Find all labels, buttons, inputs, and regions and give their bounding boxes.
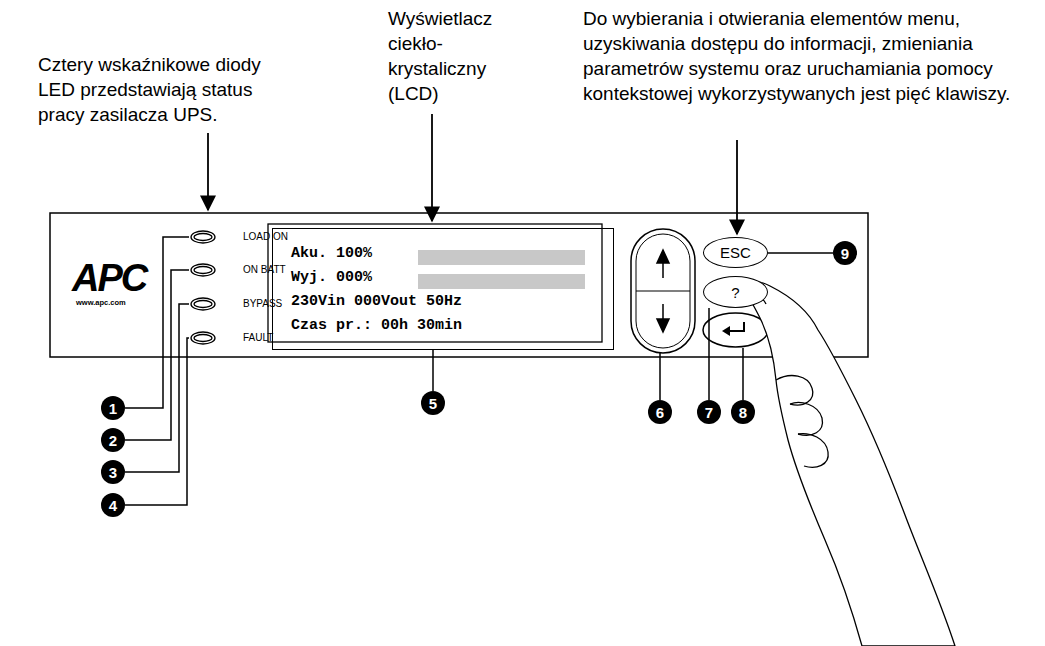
lcd-display: Aku. 100%Wyj. 000%230Vin 000Vout 50HzCza… bbox=[272, 228, 614, 350]
annotation-text: Cztery wskaźnikowe diody LED przedstawia… bbox=[38, 52, 288, 127]
callout-number-text: 6 bbox=[656, 405, 664, 420]
led-label: LOAD ON bbox=[243, 231, 288, 243]
pointing-hand bbox=[746, 282, 955, 646]
lcd-bar bbox=[418, 274, 585, 289]
callout-number: 5 bbox=[421, 391, 445, 415]
brand-url: www.apc.com bbox=[76, 298, 126, 307]
leader-line bbox=[708, 308, 710, 400]
callout-number: 7 bbox=[697, 400, 721, 424]
callout-number: 9 bbox=[833, 241, 857, 265]
up-arrow bbox=[657, 250, 669, 278]
callout-number-text: 8 bbox=[739, 405, 747, 420]
button-label: ESC bbox=[720, 244, 751, 261]
led-label: ON BATT bbox=[243, 264, 286, 276]
callout-number-text: 5 bbox=[429, 396, 437, 411]
panel-housing bbox=[50, 213, 868, 357]
callout-number: 2 bbox=[101, 428, 125, 452]
lcd-bar bbox=[418, 250, 585, 265]
callout-number: 1 bbox=[101, 396, 125, 420]
down-arrow bbox=[657, 304, 669, 332]
lcd-line: Aku. 100% bbox=[291, 242, 613, 266]
callout-number-text: 4 bbox=[109, 498, 117, 513]
callout-number-text: 1 bbox=[109, 401, 117, 416]
led-label: BYPASS bbox=[243, 298, 282, 310]
lcd-line: Czas pr.: 00h 30min bbox=[291, 314, 613, 338]
callout-number: 4 bbox=[101, 493, 125, 517]
leader-line bbox=[432, 350, 434, 391]
leader-lines bbox=[125, 237, 743, 505]
callout-number-text: 3 bbox=[109, 465, 117, 480]
esc-button: ESC bbox=[703, 237, 768, 268]
callout-number: 8 bbox=[731, 400, 755, 424]
led-label: FAULT bbox=[243, 332, 273, 344]
enter-button bbox=[703, 313, 768, 347]
scroll-button-inner bbox=[636, 234, 690, 348]
button-label: ? bbox=[731, 284, 739, 301]
lcd-line: Wyj. 000% bbox=[291, 266, 613, 290]
annotation-text: Do wybierania i otwierania elementów men… bbox=[583, 6, 1039, 106]
annotation-text: Wyświetlacz ciekło- krystaliczny (LCD) bbox=[388, 6, 510, 106]
brand-logo: APC bbox=[72, 258, 146, 298]
callout-number: 3 bbox=[101, 460, 125, 484]
lcd-line: 230Vin 000Vout 50Hz bbox=[291, 290, 613, 314]
leader-line bbox=[768, 252, 833, 254]
callout-number-text: 9 bbox=[841, 246, 849, 261]
scroll-button bbox=[631, 229, 695, 353]
callout-number-text: 7 bbox=[705, 405, 713, 420]
led-indicators bbox=[191, 231, 215, 344]
callout-number: 6 bbox=[648, 400, 672, 424]
annotation-arrows bbox=[208, 114, 737, 234]
callout-number-text: 2 bbox=[109, 433, 117, 448]
help-button: ? bbox=[703, 276, 768, 308]
